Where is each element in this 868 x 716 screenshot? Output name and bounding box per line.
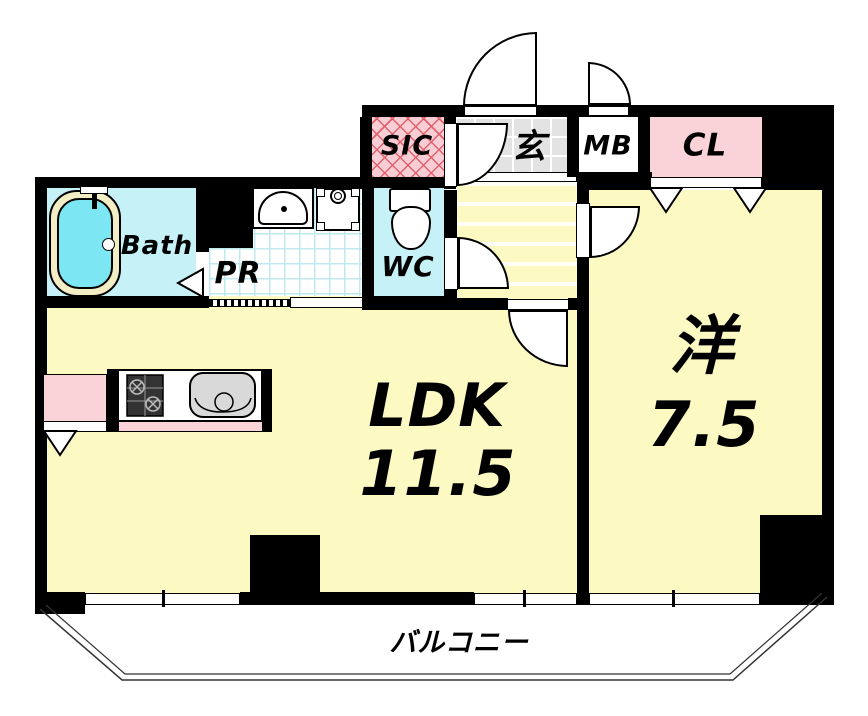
ldk-door-leaf (507, 299, 569, 310)
entrance-door-swing (463, 32, 537, 106)
wall (240, 592, 250, 605)
toilet-bowl-icon (391, 206, 431, 250)
wc-door-leaf (444, 237, 458, 290)
wall (320, 592, 474, 605)
wall (35, 296, 209, 308)
balcony-label: バルコニー (389, 627, 529, 659)
washer-faucet-inner (334, 192, 342, 200)
wall (762, 105, 834, 190)
washer-corner (351, 188, 360, 197)
wall (822, 190, 834, 605)
room-sic (372, 117, 444, 177)
western-size: 7.5 (647, 388, 761, 461)
kitchen-counter-end (262, 369, 272, 432)
wall (362, 188, 374, 310)
kitchen-counter-front (118, 421, 263, 432)
mb-threshold (588, 106, 629, 116)
pr-label: PR (214, 256, 262, 291)
ldk-size: 11.5 (359, 437, 517, 510)
wall (209, 188, 253, 248)
wall (579, 172, 652, 190)
wall (35, 592, 85, 614)
washer-corner (351, 222, 360, 231)
wall (567, 105, 579, 177)
washer-corner (316, 188, 325, 197)
bath-label: Bath (120, 231, 194, 261)
genkan-label: 玄 (511, 127, 547, 167)
window-tick (523, 590, 526, 607)
window-tick (672, 590, 675, 607)
ldk-label: LDK (368, 371, 506, 441)
pillar (250, 535, 320, 605)
fridge-door-strip (43, 421, 107, 432)
wall (360, 117, 372, 189)
refrigerator-space (43, 374, 107, 422)
wall (457, 298, 508, 310)
bath-knob-icon (102, 238, 115, 251)
pillar (760, 515, 834, 605)
room-mb (579, 117, 638, 177)
wc-label: WC (381, 250, 435, 283)
pr-dashed-partition (209, 299, 290, 307)
bath-faucet-stem (92, 193, 97, 209)
pr-sliding-door (290, 297, 363, 308)
kitchen-sink-icon (189, 372, 256, 418)
western-door-leaf (576, 203, 590, 258)
sic-door-leaf (444, 123, 457, 187)
sic-label: SIC (380, 130, 434, 162)
window-tick (162, 590, 165, 607)
wall (35, 177, 47, 602)
room-cl (650, 117, 762, 177)
wall (638, 105, 650, 177)
wall (196, 188, 209, 252)
western-label: 洋 (669, 310, 735, 384)
wall (374, 296, 457, 310)
wall (577, 172, 589, 605)
kitchen-counter-end (107, 369, 118, 432)
washbasin-drain (281, 206, 287, 212)
cl-label: CL (682, 127, 728, 164)
entrance-threshold (464, 106, 537, 116)
washer-corner (316, 222, 325, 231)
mb-door-swing (588, 62, 631, 105)
mb-label: MB (583, 130, 633, 162)
closet-door-strip (650, 177, 762, 188)
wall (444, 190, 457, 237)
wall (35, 177, 444, 188)
